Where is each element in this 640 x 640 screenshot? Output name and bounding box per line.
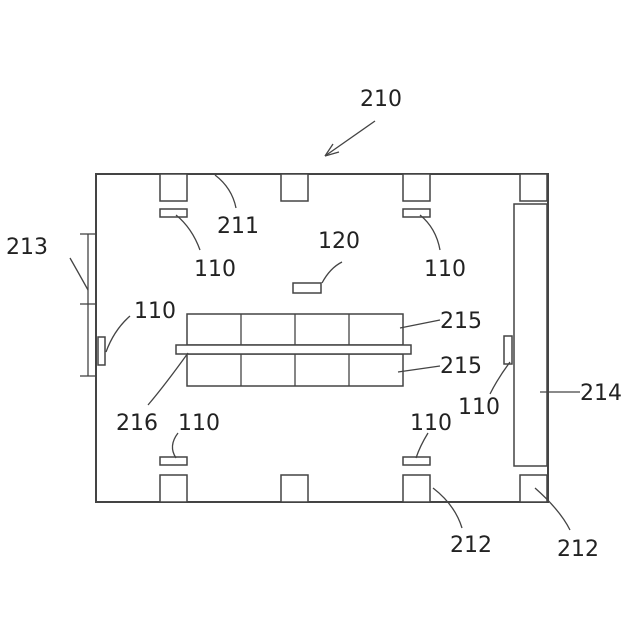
- leader-210: [325, 121, 375, 156]
- label-110-right-wall: 110: [458, 395, 500, 420]
- leader-110-right-wall: [490, 362, 510, 394]
- leader-110-bottom-left: [172, 433, 178, 458]
- rail-216: [176, 345, 411, 354]
- label-215-lower: 215: [440, 354, 482, 379]
- sensor-110-bottom-right: [403, 457, 430, 465]
- label-120: 120: [318, 229, 360, 254]
- label-110-bottom-left: 110: [178, 411, 220, 436]
- bottom-wall-block-left: [160, 475, 187, 502]
- leader-120: [322, 262, 342, 283]
- leader-213: [70, 258, 88, 290]
- leader-211: [215, 175, 236, 208]
- label-110-bottom-right: 110: [410, 411, 452, 436]
- label-212-corner: 212: [557, 537, 599, 562]
- label-110-left-wall: 110: [134, 299, 176, 324]
- leader-110-top-right: [420, 215, 440, 250]
- label-110-top-right: 110: [424, 257, 466, 282]
- label-210: 210: [360, 87, 402, 112]
- leader-110-top-left: [176, 215, 200, 250]
- bottom-wall-block-center: [281, 475, 308, 502]
- leader-110-left-wall: [106, 316, 130, 352]
- label-215-upper: 215: [440, 309, 482, 334]
- side-panel-214: [514, 204, 547, 466]
- top-wall-block-corner: [520, 174, 547, 201]
- top-wall-block-right: [403, 174, 430, 201]
- leader-215-lower: [398, 366, 440, 372]
- sensor-110-left-wall: [98, 337, 105, 365]
- shelf-upper-215: [187, 314, 403, 345]
- top-wall-block-center: [281, 174, 308, 201]
- top-wall-block-left: [160, 174, 187, 201]
- leader-215-upper: [400, 320, 440, 328]
- central-unit-120: [293, 283, 321, 293]
- label-216: 216: [116, 411, 158, 436]
- label-213: 213: [6, 235, 48, 260]
- label-214: 214: [580, 381, 622, 406]
- sensor-110-right-wall: [504, 336, 512, 364]
- leader-216: [148, 353, 188, 405]
- shelf-lower-215: [187, 354, 403, 386]
- leader-212-center: [433, 488, 462, 528]
- label-211: 211: [217, 214, 259, 239]
- bottom-wall-block-right: [403, 475, 430, 502]
- sensor-110-bottom-left: [160, 457, 187, 465]
- label-212-center: 212: [450, 533, 492, 558]
- sensor-110-top-left: [160, 209, 187, 217]
- label-110-top-left: 110: [194, 257, 236, 282]
- bottom-wall-block-corner: [520, 475, 547, 502]
- bracket-213: [80, 234, 96, 376]
- sensor-110-top-right: [403, 209, 430, 217]
- leader-110-bottom-right: [416, 433, 428, 458]
